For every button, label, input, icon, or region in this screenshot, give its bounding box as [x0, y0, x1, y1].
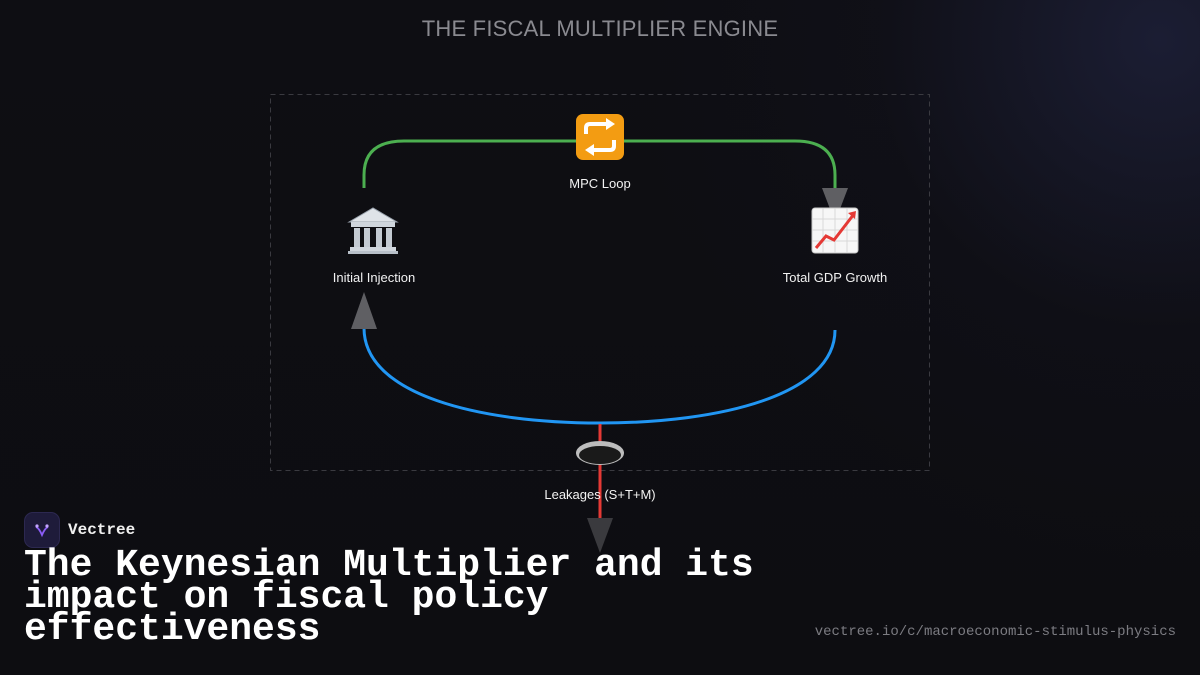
classical-building-icon	[347, 207, 399, 254]
chart-increasing-icon	[811, 207, 859, 254]
leakage-arrowhead	[587, 518, 613, 553]
brand-name: Vectree	[68, 521, 136, 539]
repeat-arrows-icon	[576, 114, 624, 160]
source-url: vectree.io/c/macroeconomic-stimulus-phys…	[814, 624, 1176, 640]
gdp-arrowhead	[822, 188, 848, 222]
node-label-injection: Initial Injection	[332, 270, 416, 285]
diagram-title: THE FISCAL MULTIPLIER ENGINE	[421, 16, 779, 41]
diagram-frame	[270, 94, 930, 471]
drain-hole-icon	[576, 441, 624, 465]
node-label-leakages: Leakages (S+T+M)	[544, 487, 656, 502]
feedback-edge	[362, 327, 837, 425]
node-label-mpc: MPC Loop	[569, 176, 631, 191]
headline: The Keynesian Multiplier and its impact …	[24, 544, 754, 651]
brand: Vectree	[24, 512, 135, 548]
node-label-gdp: Total GDP Growth	[782, 270, 888, 285]
injection-arrowhead	[351, 292, 377, 329]
vectree-logo-icon	[24, 512, 60, 548]
